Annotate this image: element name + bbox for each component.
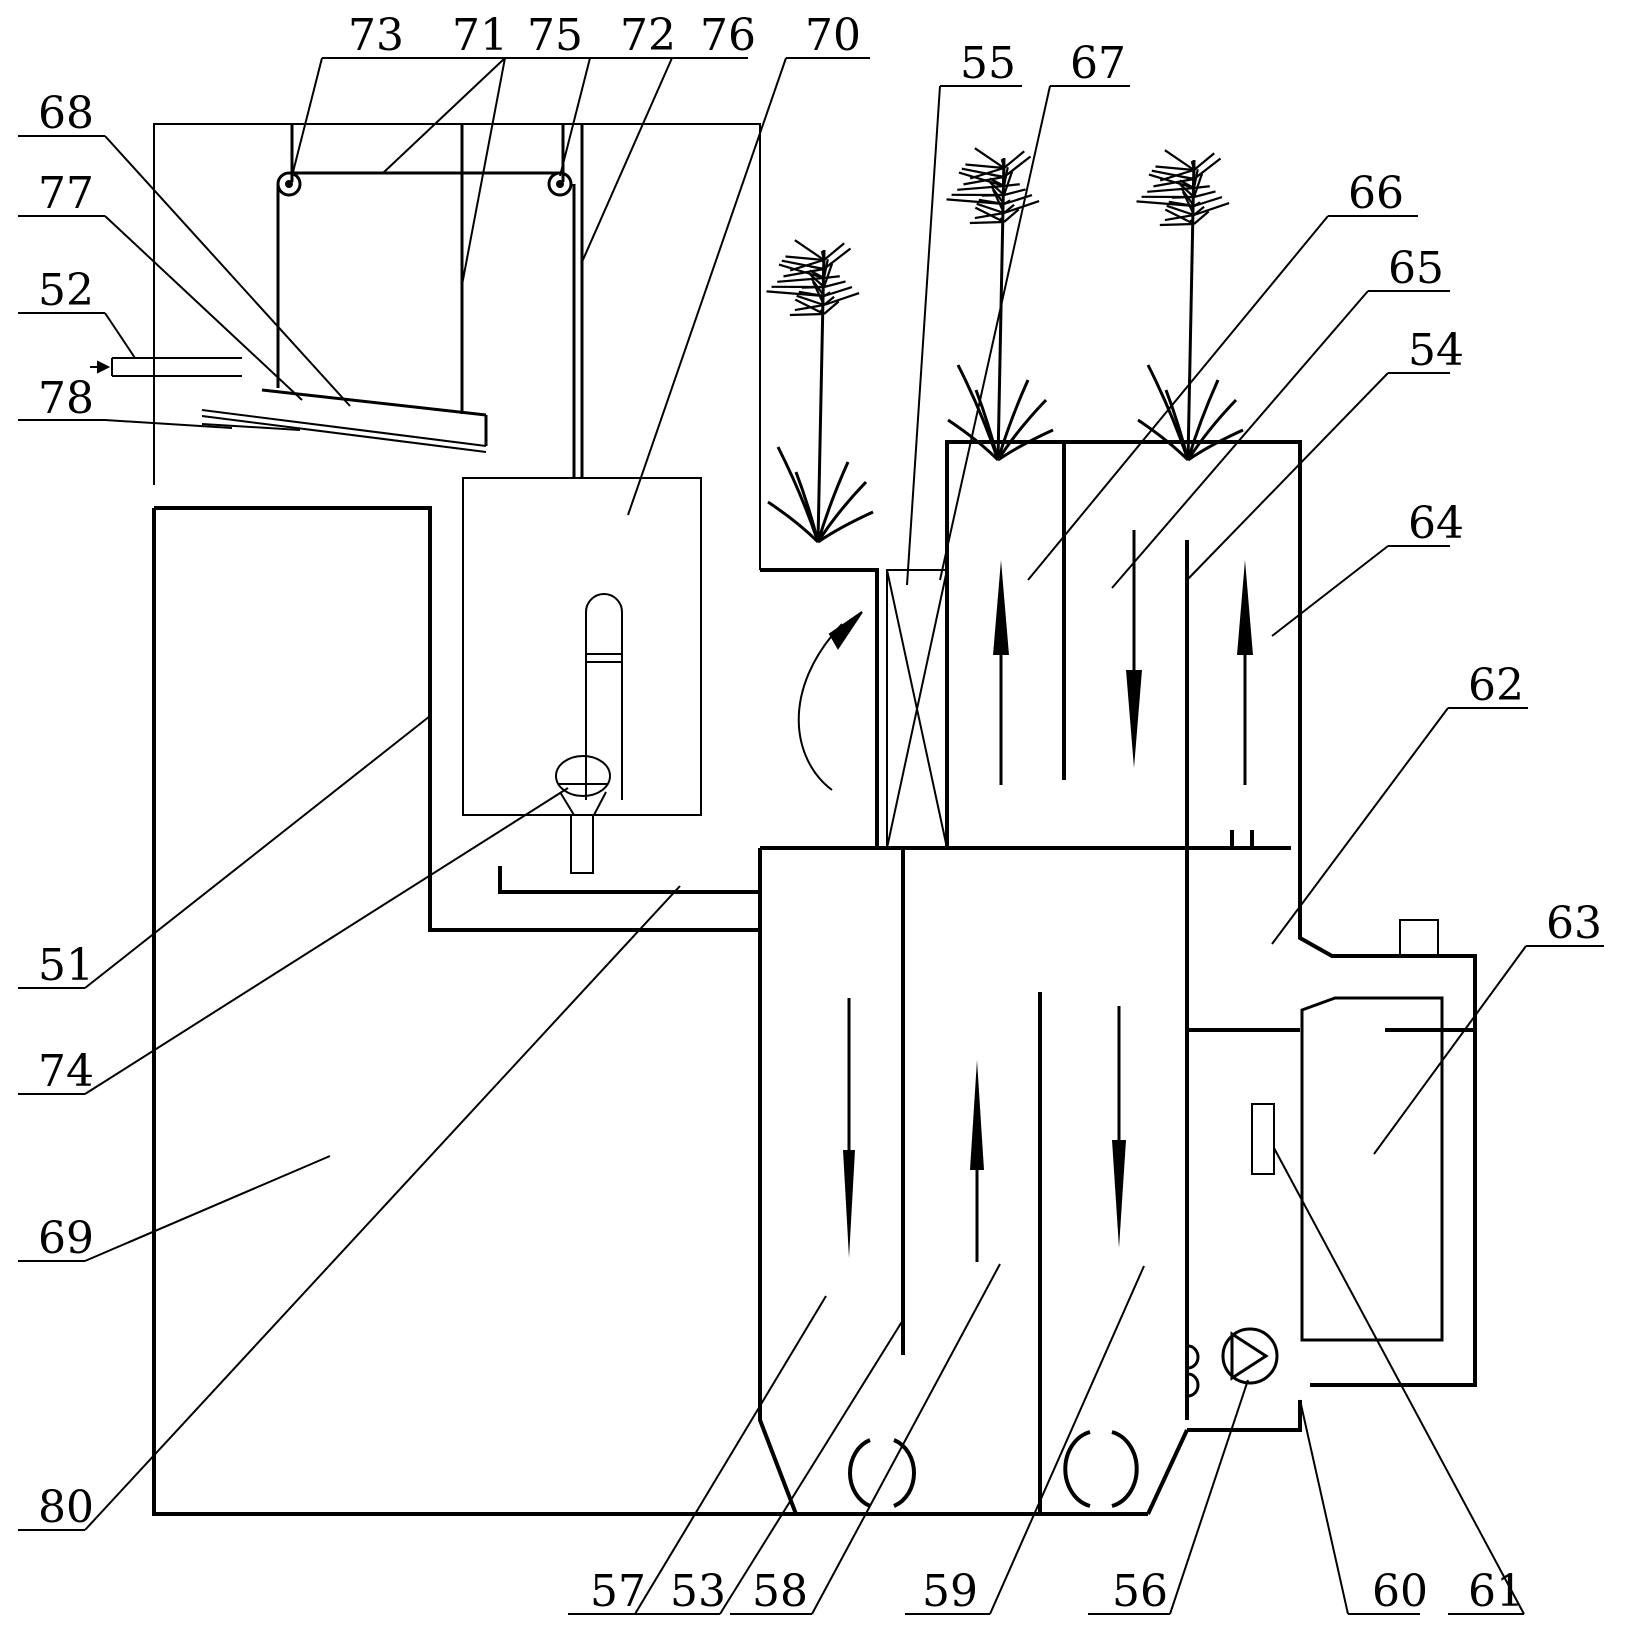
callout-53: 53 (670, 1566, 726, 1617)
callout-77: 77 (38, 168, 94, 219)
leader-line-64 (1272, 546, 1388, 636)
leader-line-58 (812, 1264, 1000, 1614)
callout-67: 67 (1070, 38, 1126, 89)
leader-line-51 (85, 716, 430, 988)
leader-line-66 (1028, 216, 1328, 580)
pulley-72 (549, 173, 571, 195)
leader-line-67 (940, 86, 1050, 580)
callout-56: 56 (1112, 1566, 1168, 1617)
pump-56 (1188, 1329, 1277, 1396)
reed-plant-middle (947, 148, 1053, 460)
callout-62: 62 (1468, 660, 1524, 711)
callout-74: 74 (38, 1046, 94, 1097)
pulley-73 (278, 173, 300, 195)
leader-line-69 (85, 1156, 330, 1261)
callout-59: 59 (922, 1566, 978, 1617)
callout-70: 70 (805, 10, 861, 61)
leader-lines (18, 58, 1604, 1614)
callout-61: 61 (1468, 1566, 1524, 1617)
control-box-63 (1302, 920, 1442, 1340)
sensor-61 (1252, 1104, 1274, 1174)
callout-68: 68 (38, 88, 94, 139)
callout-51: 51 (38, 940, 94, 991)
aerators (850, 1432, 1137, 1506)
leader-line-53 (720, 1320, 903, 1614)
callout-58: 58 (752, 1566, 808, 1617)
float-box-70 (463, 478, 701, 815)
callout-78: 78 (38, 373, 94, 424)
callout-69: 69 (38, 1213, 94, 1264)
leader-line-56 (1170, 1380, 1248, 1614)
callout-66: 66 (1348, 168, 1404, 219)
leader-line-72 (560, 58, 590, 176)
callout-65: 65 (1388, 243, 1444, 294)
lower-reactor (1040, 848, 1187, 1514)
filter-55 (887, 570, 947, 848)
callout-76: 76 (700, 10, 756, 61)
callout-60: 60 (1372, 1566, 1428, 1617)
leader-line-65 (1112, 291, 1368, 588)
callout-54: 54 (1408, 325, 1464, 376)
inclined-plate-78 (202, 410, 486, 452)
flow-arrows-lower (843, 998, 1126, 1262)
leader-line-73 (292, 58, 322, 176)
callout-63: 63 (1546, 898, 1602, 949)
leader-line-63 (1374, 946, 1526, 1154)
flow-arrows-upper (993, 530, 1253, 785)
inlet-pipe-52 (90, 358, 242, 376)
callout-71: 71 (452, 10, 508, 61)
leader-line-68 (105, 136, 350, 406)
leader-line-61 (1274, 1148, 1524, 1614)
leader-line-80 (85, 886, 680, 1530)
callout-80: 80 (38, 1482, 94, 1533)
reed-plant-right (1137, 150, 1243, 460)
callout-55: 55 (960, 38, 1016, 89)
leader-line-59 (990, 1266, 1144, 1614)
reed-plant-left (767, 240, 873, 542)
leader-line-60 (1300, 1400, 1348, 1614)
callout-72: 72 (620, 10, 676, 61)
right-units (1187, 848, 1475, 1430)
callout-52: 52 (38, 265, 94, 316)
callout-labels: 73 71 75 72 76 70 55 67 68 77 52 78 66 65 54 64 62 63 51 74… (38, 10, 1602, 1617)
leader-line-74 (85, 788, 568, 1094)
callout-64: 64 (1408, 498, 1464, 549)
drain-pipe-80 (500, 866, 760, 930)
leader-line-52 (105, 313, 135, 358)
leader-line-54 (1187, 373, 1388, 580)
callout-73: 73 (348, 10, 404, 61)
leader-line-76 (582, 58, 672, 262)
callout-75: 75 (527, 10, 583, 61)
callout-57: 57 (590, 1566, 646, 1617)
wetland-plants (767, 148, 1243, 542)
leader-line-70 (628, 58, 786, 515)
wetland-cell-left (760, 570, 1291, 1514)
main-tank-outline (154, 508, 1148, 1514)
flow-arc-left (799, 612, 862, 790)
leader-line-55 (907, 86, 940, 585)
